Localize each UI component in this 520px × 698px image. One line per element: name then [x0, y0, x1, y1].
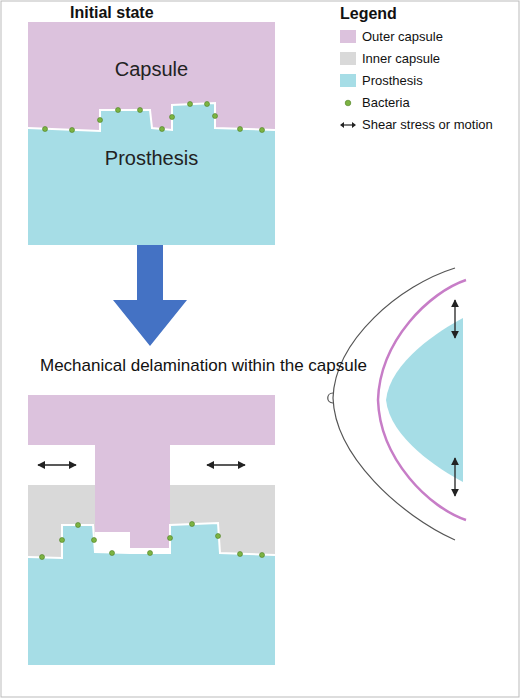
legend-text: Prosthesis [362, 73, 423, 88]
legend-entry: Prosthesis [340, 73, 515, 89]
legend-swatch [340, 30, 356, 43]
legend-text: Inner capsule [362, 51, 440, 66]
legend-entry: Bacteria [340, 95, 515, 111]
legend-symbol [340, 118, 356, 131]
shear-symbol [343, 124, 353, 125]
legend-text: Outer capsule [362, 29, 443, 44]
legend-swatch [340, 74, 356, 87]
motion-arrow [454, 300, 455, 338]
node-shape [28, 100, 275, 245]
bacteria-group [40, 522, 265, 560]
shear-arrow [38, 464, 76, 465]
nipple-outline [328, 393, 333, 403]
shear-symbol-heads [340, 122, 356, 128]
transition-arrow [113, 228, 187, 346]
motion-arrow [454, 458, 455, 496]
capsule-block: Capsule [28, 22, 275, 132]
implant-shape [386, 318, 463, 482]
legend-entry: Outer capsule [340, 29, 515, 45]
prosthesis-shape [28, 523, 275, 665]
prosthesis-block: Prosthesis [28, 100, 275, 245]
legend-entry: Shear stress or motion [340, 117, 515, 133]
legend-text: Bacteria [362, 95, 410, 110]
node-label: Capsule [28, 58, 275, 81]
bacteria-group [43, 102, 265, 133]
legend-text: Shear stress or motion [362, 117, 493, 132]
node-fill [28, 103, 275, 245]
legend-symbol [340, 96, 356, 109]
interface-line [28, 523, 275, 558]
bacteria-dot [345, 100, 351, 106]
capsule-outline [378, 280, 466, 520]
node-label: Prosthesis [28, 147, 275, 170]
legend-heading: Legend [340, 5, 490, 23]
interface-line [28, 103, 275, 131]
node-fill [28, 22, 275, 132]
panel-heading: Initial state [70, 4, 270, 22]
legend-swatch [340, 52, 356, 65]
panel-heading: Mechanical delamination within the capsu… [40, 356, 480, 376]
legend-entry: Inner capsule [340, 51, 515, 67]
shear-arrow [207, 464, 245, 465]
